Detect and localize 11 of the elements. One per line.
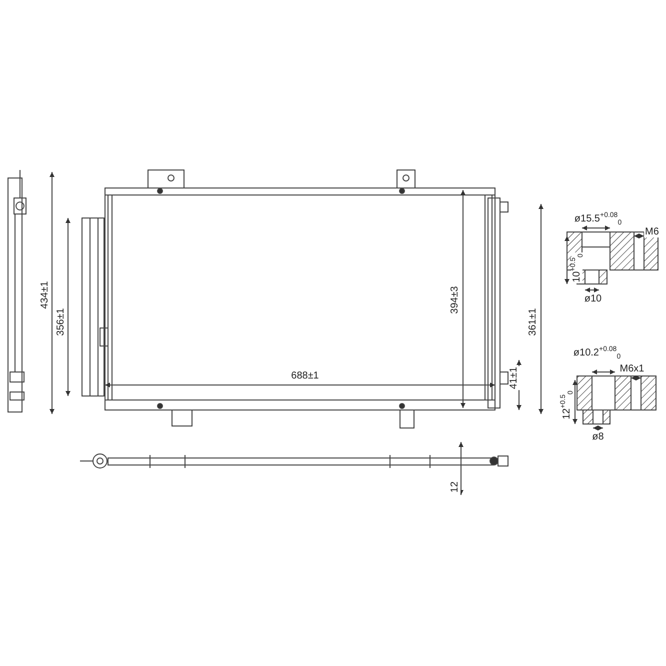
dimension-label: 361±1 xyxy=(528,307,538,337)
dimension-label: 434±1 xyxy=(40,280,50,310)
dimension-label: 41±1 xyxy=(508,366,520,390)
dimension-label: 688±1 xyxy=(290,370,320,382)
dimension-label: M6 xyxy=(644,226,660,238)
dimension-label: M6x1 xyxy=(618,364,646,374)
dimension-label: ø10 xyxy=(583,294,603,304)
dimension-label: ø8 xyxy=(591,432,605,442)
dimension-label: 12 xyxy=(450,480,460,494)
dimension-label: 394±3 xyxy=(450,285,460,315)
dimension-label: 356±1 xyxy=(56,307,66,337)
